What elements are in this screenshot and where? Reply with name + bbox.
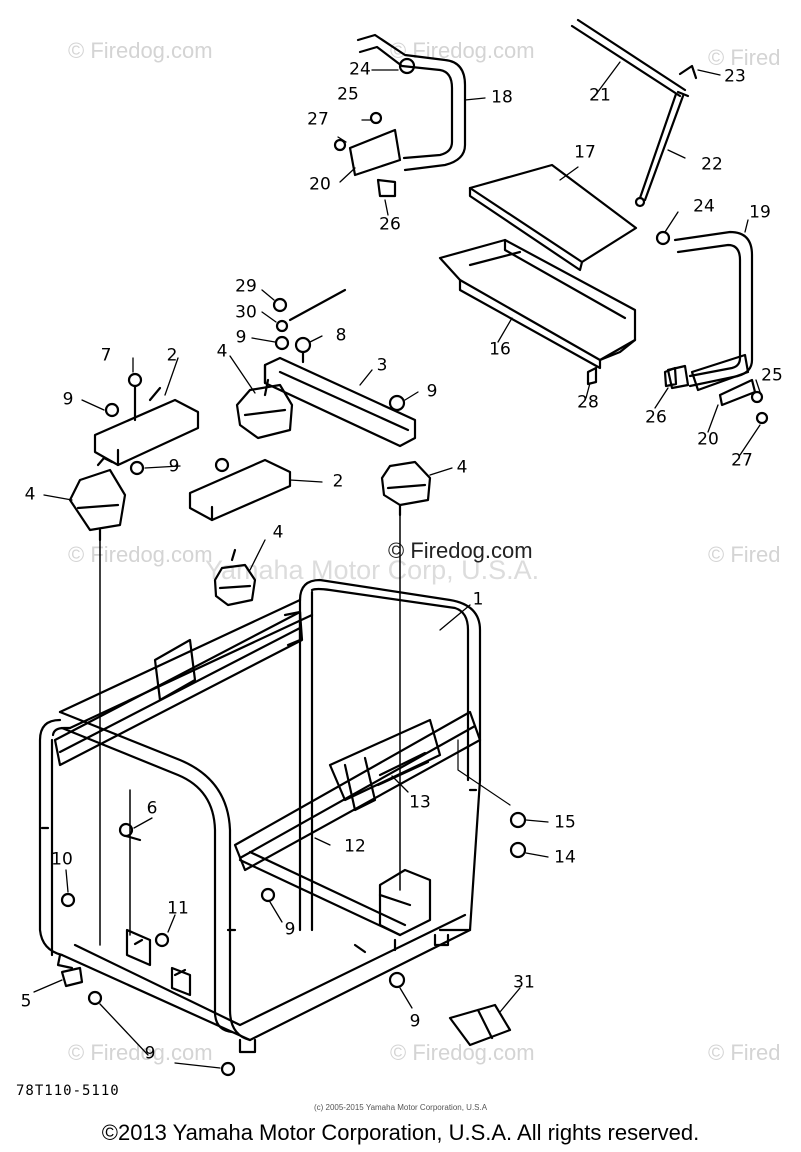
callout-18: 18	[491, 87, 513, 108]
callout-1: 1	[472, 589, 484, 610]
callout-23: 23	[724, 66, 746, 87]
handle-19	[655, 230, 769, 425]
callout-14: 14	[554, 847, 576, 868]
rear-bottom-mounts	[353, 868, 432, 954]
callout-26: 26	[645, 407, 667, 428]
leader-lines	[33, 61, 761, 1069]
rubber-mount-4-left	[68, 456, 127, 542]
callout-28: 28	[577, 392, 599, 413]
callout-17: 17	[574, 142, 596, 163]
callout-26: 26	[379, 214, 401, 235]
handle-18	[333, 33, 467, 198]
callout-6: 6	[146, 798, 158, 819]
watermark: © Firedog.com	[68, 38, 213, 63]
small-copyright: (c) 2005-2015 Yamaha Motor Corporation, …	[313, 1103, 488, 1112]
callout-24: 24	[693, 196, 715, 217]
callout-20: 20	[309, 174, 331, 195]
front-bottom-brackets	[125, 928, 192, 997]
callout-29: 29	[235, 276, 257, 297]
rubber-mount-4-right	[380, 460, 432, 517]
callout-21: 21	[589, 85, 611, 106]
watermark: © Firedog.com	[390, 1040, 535, 1065]
callout-9: 9	[168, 456, 180, 477]
callout-9: 9	[284, 919, 296, 940]
support-rods	[570, 18, 698, 208]
callout-10: 10	[51, 849, 73, 870]
copyright-notice: ©2013 Yamaha Motor Corporation, U.S.A. A…	[101, 1120, 700, 1145]
part-31-block	[448, 1003, 512, 1047]
watermark: © Firedog.com	[68, 1040, 213, 1065]
callout-5: 5	[20, 991, 32, 1012]
callout-9: 9	[409, 1011, 421, 1032]
main-frame	[38, 578, 482, 1054]
callout-11: 11	[167, 898, 189, 919]
watermark: © Fired	[708, 45, 781, 70]
callout-9: 9	[235, 327, 247, 348]
callout-20: 20	[697, 429, 719, 450]
watermark: © Firedog.com	[68, 542, 213, 567]
callout-7: 7	[100, 345, 112, 366]
watermark: © Fired	[708, 542, 781, 567]
callout-4: 4	[456, 457, 468, 478]
callout-22: 22	[701, 154, 723, 175]
callout-27: 27	[731, 450, 753, 471]
callout-8: 8	[335, 325, 347, 346]
callout-4: 4	[216, 341, 228, 362]
callout-24: 24	[349, 59, 371, 80]
watermark: © Firedog.com	[390, 38, 535, 63]
callout-25: 25	[761, 365, 783, 386]
callout-9: 9	[426, 381, 438, 402]
callout-9: 9	[144, 1043, 156, 1064]
callout-3: 3	[376, 355, 388, 376]
callout-4: 4	[272, 522, 284, 543]
watermark-center: © Firedog.com	[388, 538, 533, 563]
callout-19: 19	[749, 202, 771, 223]
callout-15: 15	[554, 812, 576, 833]
cross-bar-3	[263, 356, 417, 448]
callout-4: 4	[24, 484, 36, 505]
callout-27: 27	[307, 109, 329, 130]
engine-plate-2-upper	[93, 386, 200, 467]
rubber-mount-4-center	[235, 378, 294, 440]
watermark-faded-corp: Yamaha Motor Corp, U.S.A.	[205, 555, 540, 585]
rubber-mount-4-lower	[213, 548, 257, 607]
tray-16	[438, 238, 637, 370]
callout-16: 16	[489, 339, 511, 360]
fasteners	[60, 288, 527, 1077]
engine-plate-2-lower	[188, 458, 292, 522]
right-rail-12	[233, 710, 482, 872]
watermark: © Fired	[708, 1040, 781, 1065]
callout-2: 2	[332, 471, 344, 492]
callout-31: 31	[513, 972, 535, 993]
callout-25: 25	[337, 84, 359, 105]
callout-30: 30	[235, 302, 257, 323]
callout-2: 2	[166, 345, 178, 366]
panel-17	[468, 163, 638, 264]
callout-9: 9	[62, 389, 74, 410]
drawing-code: 78T110-5110	[16, 1083, 120, 1099]
callout-13: 13	[409, 792, 431, 813]
callout-12: 12	[344, 836, 366, 857]
